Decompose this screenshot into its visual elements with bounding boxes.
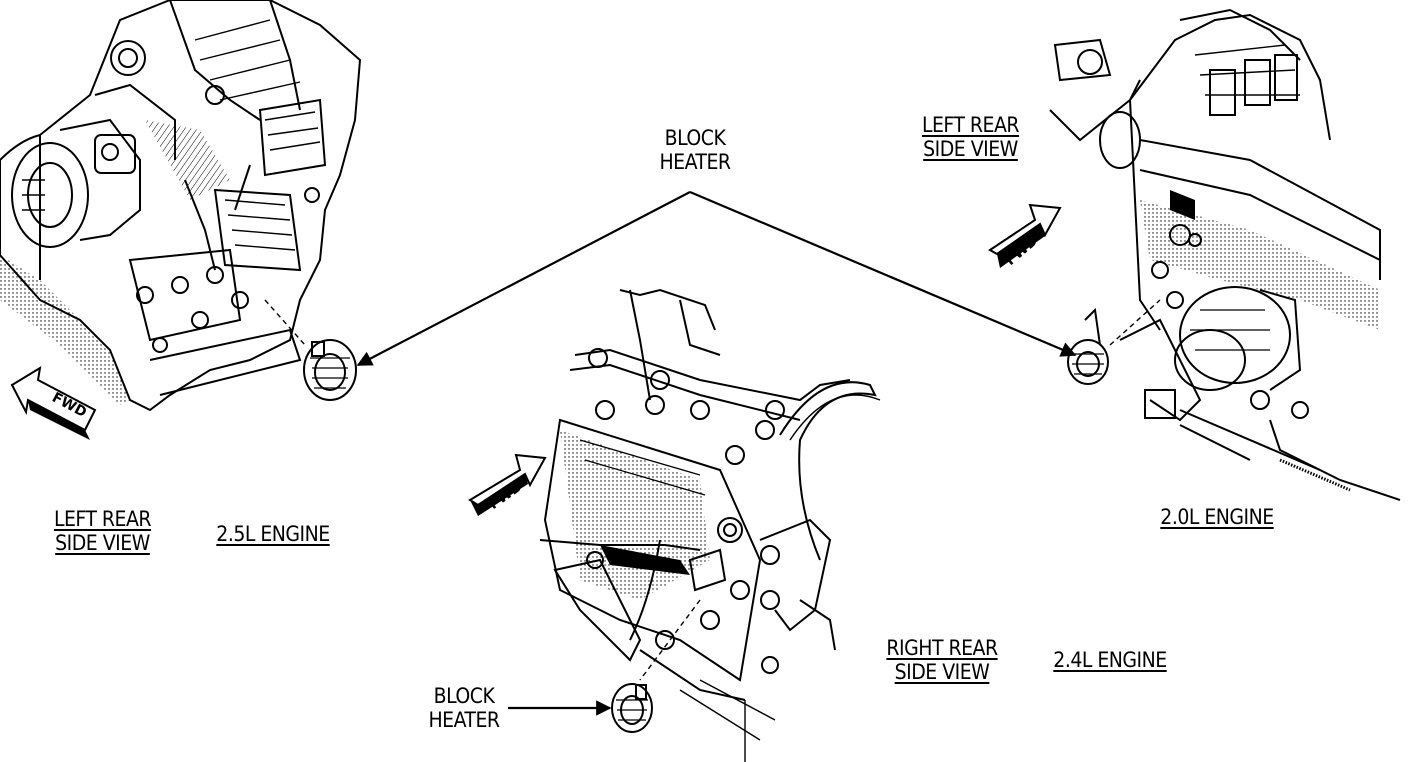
block-heater-icon — [303, 339, 357, 401]
engine-label-2-0l: 2.0L ENGINE — [1160, 505, 1274, 529]
fwd-arrow-icon: FWD — [10, 366, 97, 440]
block-heater-icon — [1067, 339, 1109, 385]
view-label-left: LEFT REAR SIDE VIEW — [53, 507, 152, 555]
engine-2-4l-drawing — [539, 288, 881, 762]
engine-label-2-5l: 2.5L ENGINE — [216, 522, 330, 546]
block-heater-callout-bottom: BLOCK HEATER — [428, 684, 500, 732]
fwd-arrow-icon: FWD — [988, 203, 1062, 269]
engine-label-2-4l: 2.4L ENGINE — [1053, 648, 1167, 672]
block-heater-leader-lines — [356, 190, 1077, 716]
engine-2-0l-drawing — [1049, 8, 1401, 501]
view-label-center: RIGHT REAR SIDE VIEW — [886, 636, 998, 684]
fwd-arrow-icon: FWD — [468, 453, 547, 516]
block-heater-icon — [611, 683, 653, 733]
block-heater-callout-top: BLOCK HEATER — [659, 126, 731, 174]
view-label-right: LEFT REAR SIDE VIEW — [921, 113, 1020, 161]
engine-2-5l-drawing — [0, 0, 362, 412]
